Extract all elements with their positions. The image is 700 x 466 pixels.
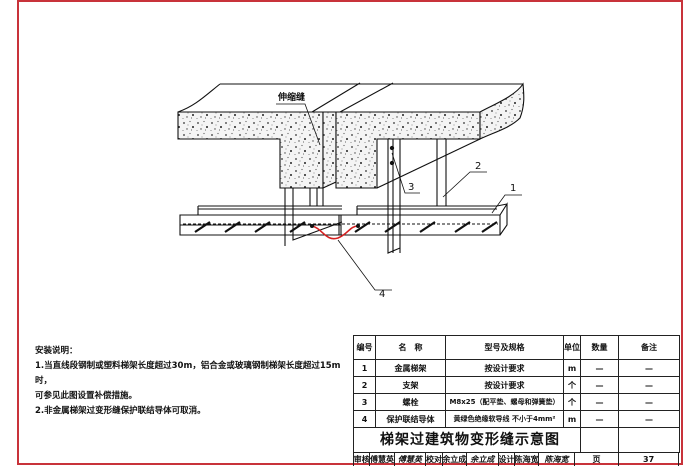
- table-header-row: 编号 名 称 型号及规格 单位 数量 备注: [353, 335, 680, 360]
- beam-underside-edge: [376, 138, 481, 189]
- cell: 2: [353, 376, 376, 394]
- cell: —: [580, 376, 619, 394]
- header-name: 名 称: [375, 335, 446, 360]
- cell: [618, 427, 680, 453]
- cell: 黄绿色绝缘软导线 不小于4mm²: [445, 410, 564, 428]
- design-label: 设计: [498, 453, 516, 466]
- callout-2: 2: [475, 161, 481, 172]
- note-line: 1.当直线段钢制或塑料梯架长度超过30m，铝合金或玻璃钢制梯架长度超过15m时，: [35, 361, 341, 386]
- cell: 个: [563, 376, 581, 394]
- notes-heading: 安装说明：: [35, 346, 78, 356]
- joint-label-leader: [276, 103, 321, 146]
- header-number: 编号: [353, 335, 376, 360]
- check-name: 余立成: [442, 453, 467, 466]
- cell: 1: [353, 359, 376, 377]
- design-name: 陈海宽: [515, 453, 540, 466]
- right-hanger: [387, 139, 401, 254]
- review-label: 审核: [354, 453, 371, 466]
- leader-4: [337, 239, 392, 291]
- leader-1: [491, 194, 522, 214]
- expansion-joint-diagram: 伸缩缝 1 2 3 4: [177, 82, 525, 300]
- header-remarks: 备注: [618, 335, 680, 360]
- drawing-title: 梯架过建筑物变形缝示意图: [353, 427, 581, 453]
- expansion-joint-label: 伸缩缝: [277, 91, 305, 103]
- cell: 螺栓: [375, 393, 446, 411]
- cell: m: [563, 359, 581, 377]
- header-unit: 单位: [563, 335, 581, 360]
- cell: —: [580, 410, 619, 428]
- left-hanger: [284, 188, 343, 246]
- left-slab-beam: [177, 111, 324, 189]
- cell: 个: [563, 393, 581, 411]
- cell: m: [563, 410, 581, 428]
- review-name: 傅慧英: [370, 453, 395, 466]
- cell: —: [618, 410, 680, 428]
- cell: —: [618, 359, 680, 377]
- cell: 4: [353, 410, 376, 428]
- design-signature: 陈海宽: [539, 453, 575, 466]
- page-label: 页: [575, 453, 620, 466]
- cell: 按设计要求: [445, 376, 564, 394]
- bonding-conductor: [311, 225, 359, 240]
- tray-rungs: [194, 221, 498, 233]
- note-line: 2.非金属梯架过变形缝保护联结导体可取消。: [35, 406, 206, 416]
- cell: —: [580, 359, 619, 377]
- joint-side-rods: [309, 188, 324, 206]
- cell: M8x25（配平垫、螺母和弹簧垫）: [445, 393, 564, 411]
- review-signature: 傅慧英: [395, 453, 427, 466]
- callout-4: 4: [379, 289, 385, 300]
- right-ladder-tray: [338, 202, 508, 236]
- note-line: 可参见此图设置补偿措施。: [35, 391, 138, 401]
- check-label: 校对: [426, 453, 443, 466]
- header-spec: 型号及规格: [445, 335, 564, 360]
- signature-row: 审核 傅慧英 傅慧英 校对 余立成 余立成 设计 陈海宽 陈海宽 页 37: [353, 453, 679, 466]
- cell: 3: [353, 393, 376, 411]
- page-number: 37: [619, 453, 679, 466]
- cell: 金属梯架: [375, 359, 446, 377]
- leader-2: [442, 171, 487, 198]
- installation-notes: 安装说明： 1.当直线段钢制或塑料梯架长度超过30m，铝合金或玻璃钢制梯架长度超…: [35, 344, 345, 419]
- cell: 支架: [375, 376, 446, 394]
- slab-right-end: [479, 82, 525, 140]
- cell: —: [618, 393, 680, 411]
- bolt-icon: [389, 160, 395, 166]
- header-quantity: 数量: [580, 335, 619, 360]
- joint-filler: [322, 111, 337, 189]
- right-slab-beam: [335, 111, 481, 189]
- cell: 保护联结导体: [375, 410, 446, 428]
- bolt-icon: [389, 145, 395, 151]
- cell: —: [580, 393, 619, 411]
- check-signature: 余立成: [467, 453, 499, 466]
- cell: —: [618, 376, 680, 394]
- sheet-border: [17, 0, 683, 465]
- leader-3: [391, 152, 420, 194]
- joint-top-strip: [311, 82, 394, 113]
- cell: [580, 427, 619, 453]
- title-row: 梯架过建筑物变形缝示意图: [353, 427, 680, 453]
- callout-3: 3: [408, 182, 414, 193]
- slab-top-surface: [177, 83, 523, 113]
- left-ladder-tray: [179, 205, 342, 236]
- cell: 按设计要求: [445, 359, 564, 377]
- callout-1: 1: [510, 183, 516, 194]
- support-rods: [436, 139, 447, 206]
